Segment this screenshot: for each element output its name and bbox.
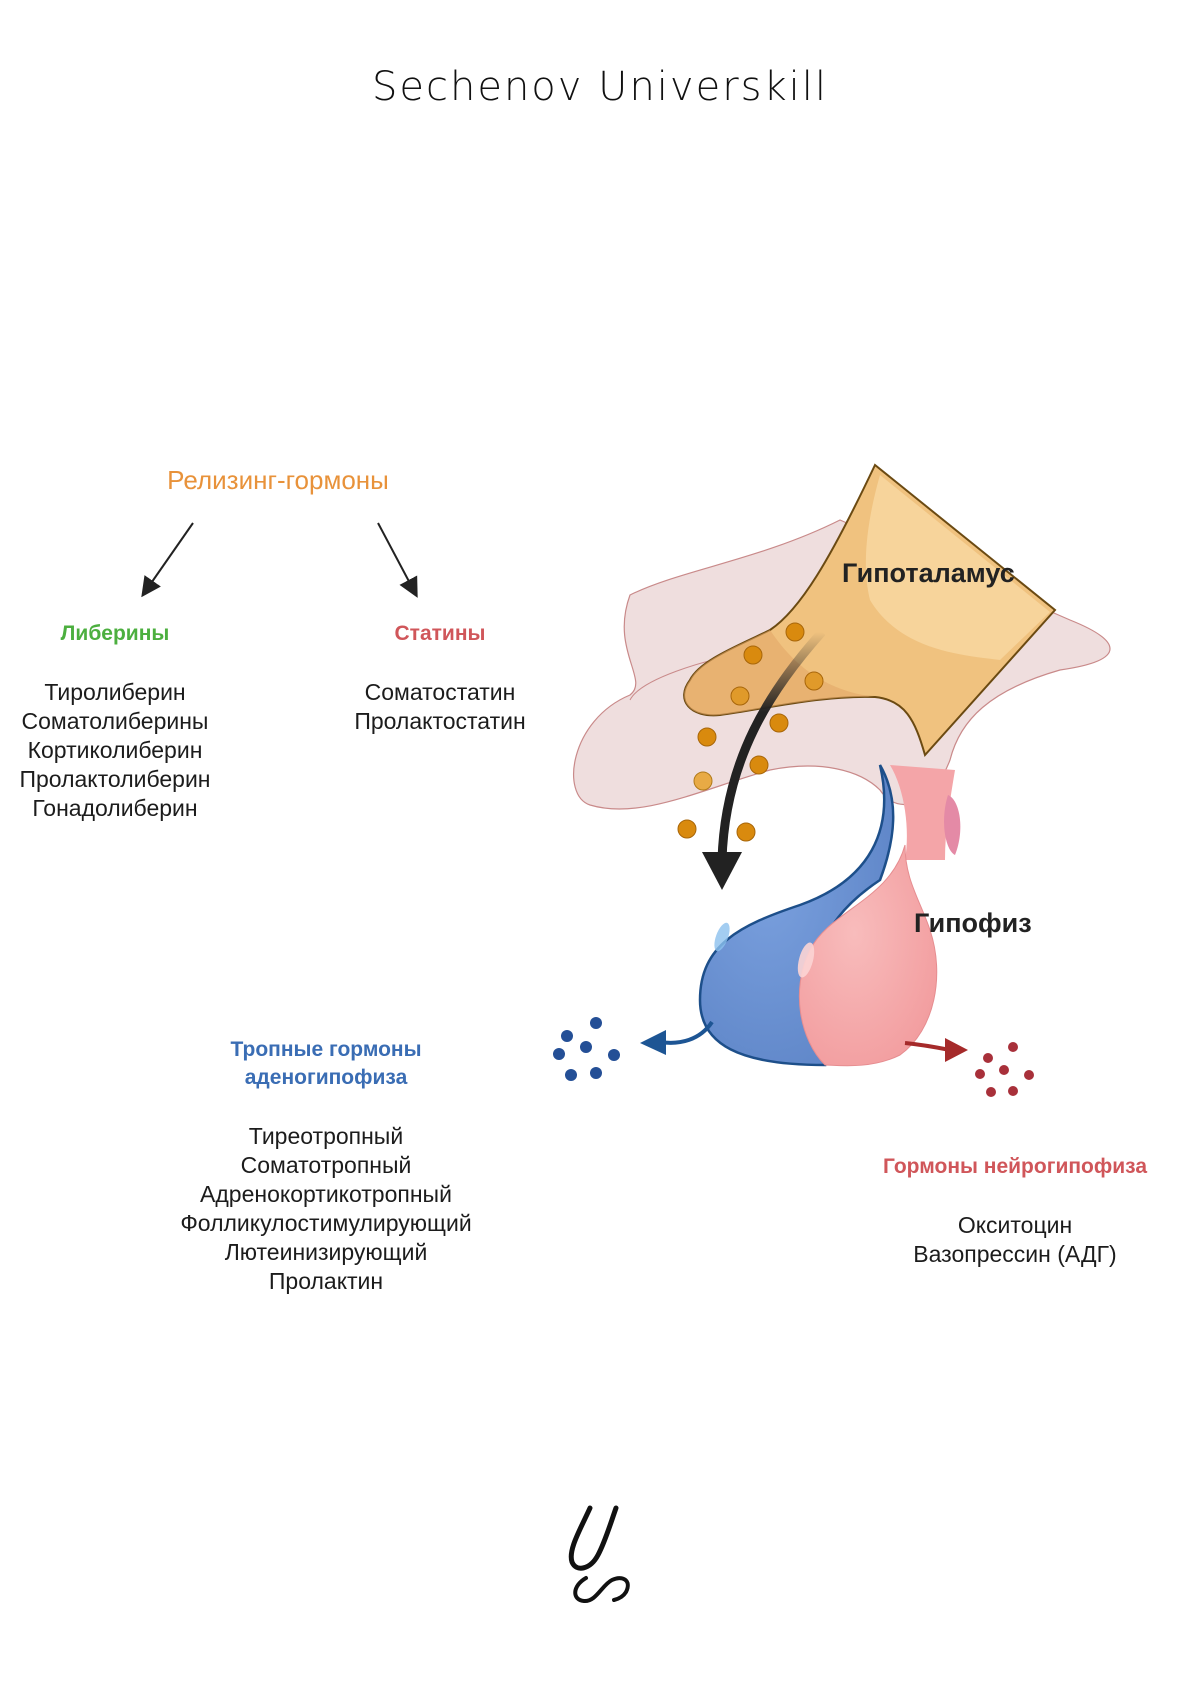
granule bbox=[785, 622, 805, 642]
list-item: Тиреотропный bbox=[248, 1123, 404, 1149]
liberins-heading: Либерины bbox=[60, 622, 170, 645]
statins-heading: Статины bbox=[394, 622, 486, 645]
neuro-release-arrow bbox=[904, 1041, 951, 1052]
granule bbox=[730, 686, 750, 706]
granule bbox=[677, 819, 697, 839]
list-item: Тиролиберин bbox=[44, 679, 186, 705]
granule bbox=[736, 822, 756, 842]
adenohypophysis-list: Тиреотропный Соматотропный Адренокортико… bbox=[126, 1122, 526, 1296]
adenohypophysis-heading-line1: Тропные гормоны bbox=[230, 1038, 422, 1061]
list-item: Кортиколиберин bbox=[27, 737, 203, 763]
adeno-hormone-dots bbox=[553, 1017, 620, 1081]
list-item: Соматолиберины bbox=[21, 708, 209, 734]
list-item: Пролактостатин bbox=[354, 708, 526, 734]
pituitary-label: Гипофиз bbox=[914, 908, 1032, 938]
list-item: Пролактолиберин bbox=[19, 766, 211, 792]
list-item: Адренокортикотропный bbox=[200, 1181, 452, 1207]
us-monogram-logo-icon bbox=[568, 1505, 630, 1603]
transport-arrow bbox=[717, 628, 826, 861]
liberins-list: Тиролиберин Соматолиберины Кортиколибери… bbox=[0, 678, 240, 823]
list-item: Фолликулостимулирующий bbox=[180, 1210, 472, 1236]
granule bbox=[697, 727, 717, 747]
neuro-hormone-dots bbox=[975, 1042, 1034, 1097]
arrow-to-statins bbox=[377, 522, 418, 598]
releasing-hormones-heading: Релизинг-гормоны bbox=[167, 465, 389, 495]
granule bbox=[693, 771, 713, 791]
granule bbox=[749, 755, 769, 775]
adenohypophysis-heading-line2: аденогипофиза bbox=[244, 1066, 408, 1089]
statins-list: Соматостатин Пролактостатин bbox=[315, 678, 565, 736]
adenohypophysis-heading: Тропные гормоны аденогипофиза bbox=[176, 1036, 476, 1092]
neurohypophysis-list: Окситоцин Вазопрессин (АДГ) bbox=[865, 1211, 1165, 1269]
granule bbox=[769, 713, 789, 733]
posterior-pituitary bbox=[798, 844, 938, 1067]
list-item: Пролактин bbox=[268, 1268, 384, 1294]
anterior-pituitary bbox=[698, 764, 895, 1067]
hypothalamus-label: Гипоталамус bbox=[842, 558, 1015, 588]
page-title: Sechenov Universkill bbox=[372, 64, 828, 110]
arrow-to-liberins bbox=[141, 522, 194, 598]
list-item: Соматотропный bbox=[240, 1152, 412, 1178]
pituitary-stalk bbox=[890, 765, 955, 860]
list-item: Лютеинизирующий bbox=[224, 1239, 428, 1265]
transport-arrow-head bbox=[702, 852, 742, 890]
list-item: Соматостатин bbox=[364, 679, 516, 705]
neurosecretory-granules bbox=[677, 622, 824, 842]
granule bbox=[804, 671, 824, 691]
list-item: Окситоцин bbox=[957, 1212, 1073, 1238]
list-item: Гонадолиберин bbox=[32, 795, 198, 821]
neurohypophysis-heading: Гормоны нейрогипофиза bbox=[883, 1155, 1147, 1178]
list-item: Вазопрессин (АДГ) bbox=[913, 1241, 1117, 1267]
granule bbox=[743, 645, 763, 665]
